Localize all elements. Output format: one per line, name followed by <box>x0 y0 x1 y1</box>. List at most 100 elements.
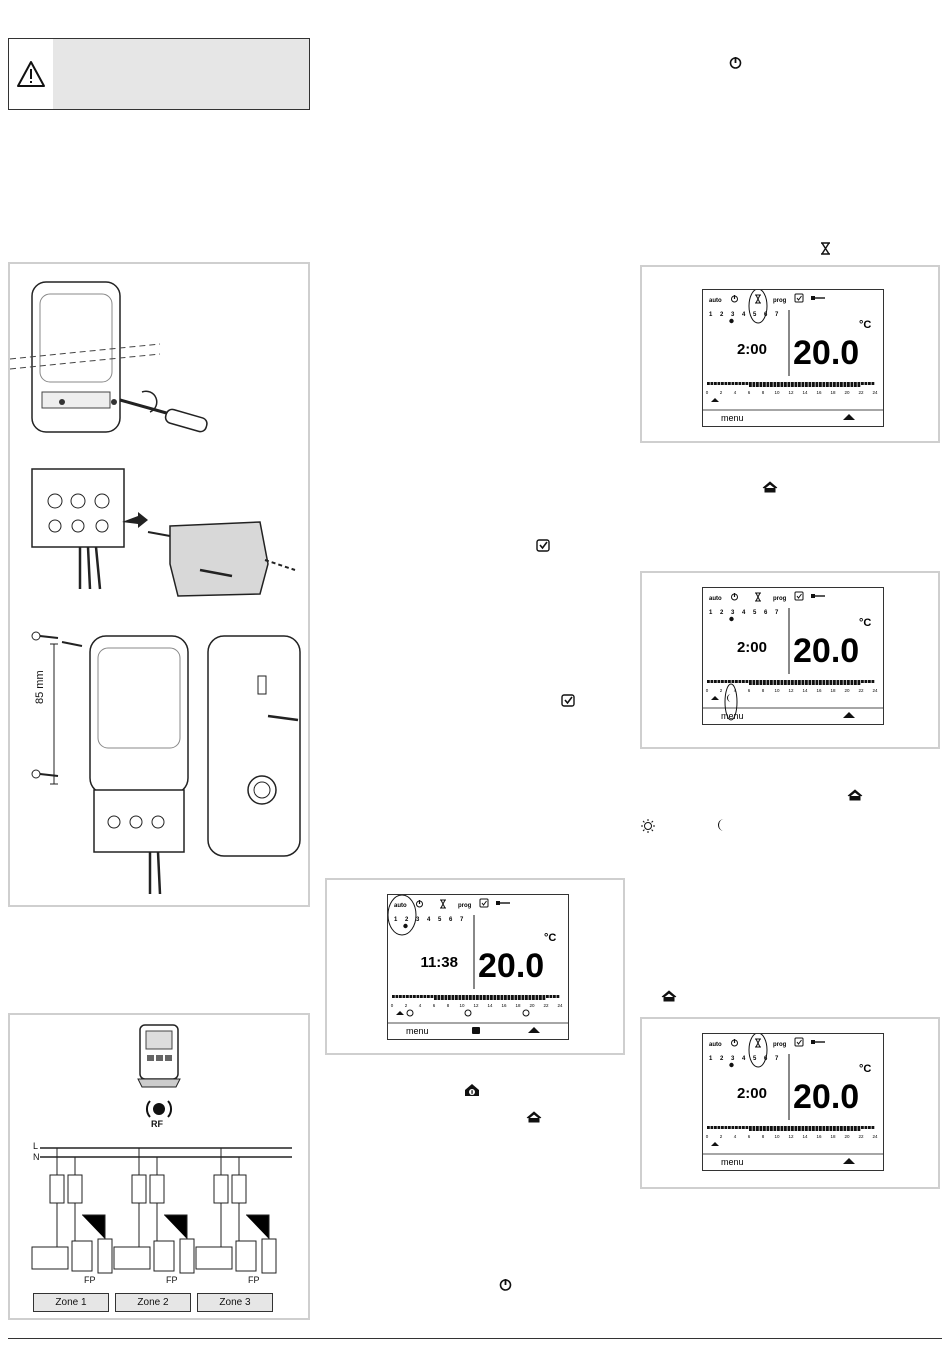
day-number: 4 <box>427 917 431 923</box>
schedule-segment <box>850 382 854 387</box>
schedule-segment <box>777 680 780 685</box>
temperature-unit: °C <box>859 1063 871 1075</box>
time-display: 2:00 <box>737 639 767 656</box>
temperature-display: 20.0 <box>478 947 544 985</box>
schedule-segment <box>791 680 794 685</box>
hour-tick: 8 <box>762 1134 765 1139</box>
hour-tick: 14 <box>802 390 808 395</box>
schedule-segment <box>500 995 504 1000</box>
key-icon <box>811 296 825 300</box>
schedule-segment <box>836 382 840 387</box>
installation-drawing <box>9 281 301 895</box>
auto-label: auto <box>709 298 722 304</box>
schedule-segment <box>472 995 476 1000</box>
schedule-segment <box>521 995 525 1000</box>
hour-tick: 6 <box>748 688 751 693</box>
hour-tick: 6 <box>748 1134 751 1139</box>
key-icon <box>811 1040 825 1044</box>
check-box-icon <box>479 898 489 908</box>
warning-box <box>8 38 310 110</box>
power-icon <box>499 1278 512 1293</box>
schedule-segment <box>829 382 833 387</box>
schedule-segment <box>518 995 521 1000</box>
schedule-segment <box>395 995 399 998</box>
comfort-house-icon <box>843 712 855 718</box>
schedule-segment <box>861 382 864 385</box>
schedule-segment <box>707 1126 710 1129</box>
schedule-segment <box>819 1126 822 1131</box>
schedule-segment <box>756 680 759 685</box>
hour-tick: 8 <box>762 390 765 395</box>
prog-label: prog <box>458 903 472 909</box>
comfort-house-icon <box>762 481 778 495</box>
schedule-segment <box>826 382 829 387</box>
schedule-segment <box>868 1126 871 1129</box>
hourglass-icon <box>820 242 831 257</box>
hour-tick: 2 <box>720 1134 723 1139</box>
schedule-segment <box>770 382 773 387</box>
hour-tick: 20 <box>844 390 850 395</box>
hour-tick: 18 <box>515 1003 521 1008</box>
warning-icon <box>9 39 53 109</box>
comfort-house-icon <box>847 789 863 803</box>
schedule-segment <box>476 995 479 1000</box>
hourglass-icon <box>440 899 446 909</box>
prog-label: prog <box>773 298 787 304</box>
schedule-segment <box>812 680 815 685</box>
schedule-segment <box>808 680 812 685</box>
wiring-diagram: RF L N FP FP FP <box>8 1013 310 1320</box>
schedule-segment <box>850 1126 854 1131</box>
schedule-segment <box>738 1126 742 1129</box>
schedule-segment <box>808 382 812 387</box>
hour-tick: 14 <box>487 1003 493 1008</box>
schedule-segment <box>829 1126 833 1131</box>
hour-tick: 24 <box>872 1134 878 1139</box>
schedule-segment <box>784 680 787 685</box>
schedule-segment <box>864 680 868 683</box>
schedule-segment <box>805 1126 808 1131</box>
schedule-segment <box>801 680 805 685</box>
hour-tick: 18 <box>830 688 836 693</box>
schedule-segment <box>763 680 766 685</box>
schedule-segment <box>738 680 742 683</box>
schedule-segment <box>801 1126 805 1131</box>
schedule-segment <box>455 995 458 1000</box>
schedule-segment <box>822 382 826 387</box>
schedule-segment <box>416 995 420 998</box>
time-display: 2:00 <box>737 1085 767 1102</box>
schedule-segment <box>759 1126 763 1131</box>
schedule-segment <box>532 995 535 1000</box>
day-number: 2 <box>720 1056 724 1062</box>
schedule-segment <box>794 680 798 685</box>
schedule-segment <box>843 382 847 387</box>
schedule-segment <box>861 680 864 683</box>
schedule-segment <box>504 995 507 1000</box>
check-box-icon <box>794 591 804 601</box>
schedule-segment <box>745 1126 749 1129</box>
schedule-segment <box>721 680 724 683</box>
rf-label: RF <box>151 1119 163 1129</box>
schedule-segment <box>766 382 770 387</box>
schedule-segment <box>724 382 728 385</box>
fp-label-1: FP <box>84 1275 96 1285</box>
menu-label: menu <box>721 711 744 721</box>
schedule-segment <box>423 995 427 998</box>
warning-text-area <box>53 39 309 109</box>
power-icon <box>731 1039 738 1047</box>
power-icon <box>416 900 423 908</box>
zone-2-label: Zone 2 <box>115 1293 191 1312</box>
menu-label: menu <box>721 413 744 423</box>
schedule-segment <box>511 995 514 1000</box>
schedule-segment <box>794 382 798 387</box>
hour-tick: 10 <box>774 1134 780 1139</box>
hour-tick: 16 <box>501 1003 507 1008</box>
schedule-segment <box>717 1126 721 1129</box>
power-icon <box>729 56 742 71</box>
day-number: 5 <box>438 917 442 923</box>
day-number: 5 <box>753 1056 757 1062</box>
hour-tick: 12 <box>788 1134 794 1139</box>
comfort-house-icon <box>528 1027 540 1033</box>
menu-label: menu <box>721 1157 744 1167</box>
